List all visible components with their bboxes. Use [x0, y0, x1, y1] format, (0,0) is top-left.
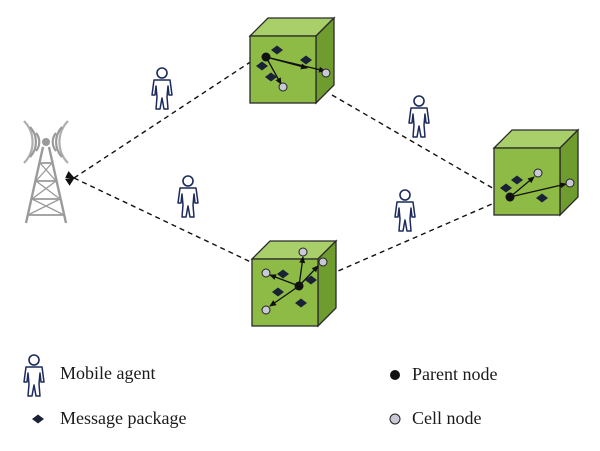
cube-top-links [265, 56, 326, 85]
dashed-links [65, 56, 509, 284]
network-cube-icon [248, 16, 336, 105]
cell-node-icon [321, 68, 331, 78]
mobile-agent-icon [151, 67, 173, 110]
link-tower-to-bottom-cube [65, 170, 296, 284]
cell-node-icon [278, 82, 288, 92]
legend-label-cell-node: Cell node [412, 408, 482, 428]
network-cube-icon [492, 128, 580, 217]
cell-node-icon [533, 168, 543, 178]
cube-right-links [509, 176, 567, 198]
link-bottom-cube-to-right-cube [321, 196, 509, 279]
mobile-agent-icon [177, 175, 199, 218]
mobile-agent-icon [394, 189, 416, 232]
legend-label-parent-node: Parent node [412, 364, 498, 384]
parent-node-icon [505, 192, 515, 202]
cell-node-icon [389, 413, 401, 425]
mobile-agent-icon [23, 354, 45, 397]
cell-node-icon [318, 257, 328, 267]
message-package-icon [32, 414, 44, 424]
link-tower-to-top-cube [65, 56, 259, 186]
legend-label-message-package: Message package [60, 408, 187, 428]
mobile-agent-icon [408, 95, 430, 138]
cell-node-icon [298, 247, 308, 257]
base-station-tower-icon [23, 120, 69, 224]
parent-node-icon [261, 52, 271, 62]
cell-node-icon [565, 178, 575, 188]
cell-node-icon [261, 305, 271, 315]
parent-node-icon [294, 281, 304, 291]
cube-bottom-links [269, 256, 319, 307]
legend-icons [23, 354, 401, 425]
legend-label-mobile-agent: Mobile agent [60, 363, 156, 383]
link-top-cube-to-right-cube [331, 94, 509, 198]
cell-node-icon [261, 268, 271, 278]
parent-node-icon [390, 370, 400, 380]
network-cube-icon [250, 239, 338, 328]
